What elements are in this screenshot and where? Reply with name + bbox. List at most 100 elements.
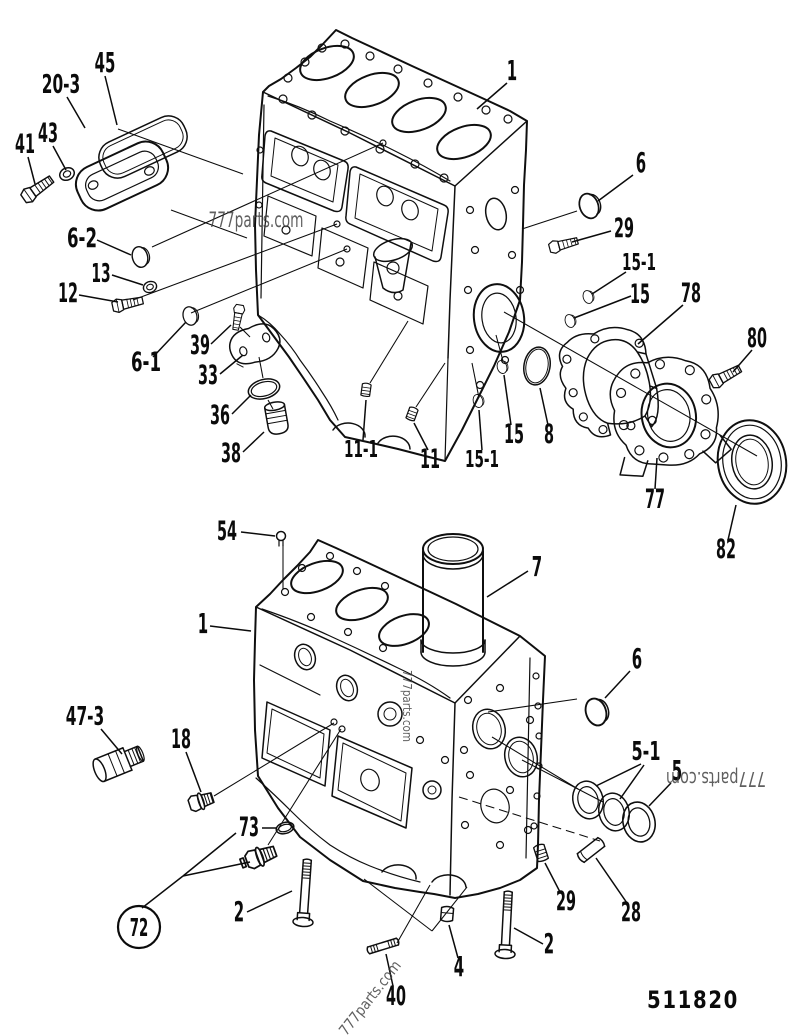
leader-line-2 bbox=[513, 927, 544, 945]
callout-15: 15 bbox=[630, 279, 650, 310]
part-seal-5-1-b bbox=[597, 792, 631, 832]
leader-line-80 bbox=[732, 349, 753, 373]
leader-line-11-1 bbox=[362, 399, 367, 441]
leader-line-15 bbox=[503, 374, 512, 426]
callout-36: 36 bbox=[210, 400, 230, 431]
callout-4: 4 bbox=[454, 950, 464, 983]
leader-line-29 bbox=[544, 862, 561, 893]
part-plug-38 bbox=[263, 401, 289, 435]
callout-20-3: 20-3 bbox=[42, 70, 81, 100]
callout-15: 15 bbox=[504, 419, 524, 450]
part-cup-plug-6-2 bbox=[131, 246, 151, 268]
part-bolt-80 bbox=[708, 364, 743, 389]
callout-6: 6 bbox=[632, 642, 642, 675]
figure-number: 511820 bbox=[647, 986, 739, 1014]
part-plug-4 bbox=[439, 905, 455, 923]
part-gasket-20-3 bbox=[98, 115, 188, 179]
leader-line-18 bbox=[185, 751, 202, 793]
parts-top bbox=[20, 115, 788, 505]
callout-82: 82 bbox=[716, 534, 736, 565]
part-seal-5 bbox=[622, 801, 656, 843]
callout-41: 41 bbox=[15, 129, 35, 160]
part-washer-13 bbox=[142, 280, 158, 294]
leader-line-6 bbox=[604, 670, 631, 699]
leader-line-13 bbox=[111, 274, 144, 286]
leader-line-78 bbox=[637, 304, 684, 345]
part-cover-plate-45 bbox=[74, 140, 170, 212]
callout-circle-72 bbox=[116, 904, 162, 950]
part-bolt-39 bbox=[232, 303, 246, 331]
parts-bottom bbox=[92, 530, 656, 960]
callout-29: 29 bbox=[614, 213, 634, 244]
callout-11: 11 bbox=[420, 444, 440, 475]
leader-line-11 bbox=[413, 422, 429, 451]
leader-line-72 bbox=[182, 861, 251, 877]
callout-45: 45 bbox=[95, 46, 116, 79]
leader-line-4 bbox=[448, 924, 459, 959]
callout-33: 33 bbox=[198, 360, 218, 391]
leader-line-72 bbox=[141, 875, 184, 909]
callout-72: 72 bbox=[130, 913, 149, 942]
part-plug-15-1 bbox=[472, 394, 485, 408]
part-relief-valve-47-3 bbox=[92, 745, 145, 783]
leader-line-2 bbox=[246, 890, 293, 913]
callout-54: 54 bbox=[217, 516, 237, 547]
callout-15-1: 15-1 bbox=[622, 250, 656, 276]
callout-11-1: 11-1 bbox=[344, 437, 378, 463]
part-dowel-pin-28 bbox=[576, 836, 606, 864]
watermark-text: 777parts.com bbox=[400, 670, 414, 742]
leader-line-20-3 bbox=[66, 96, 86, 129]
callout-29: 29 bbox=[556, 886, 576, 917]
part-plug-15-1-right bbox=[582, 290, 595, 304]
callout-5-1: 5-1 bbox=[632, 737, 661, 767]
part-seal-5-1-a bbox=[571, 780, 605, 820]
callout-38: 38 bbox=[221, 438, 241, 469]
engine-block-top bbox=[254, 29, 528, 462]
leader-line-29 bbox=[571, 230, 612, 243]
part-washer-43 bbox=[58, 166, 76, 182]
leader-line-12 bbox=[78, 294, 119, 303]
leader-line-36 bbox=[231, 394, 252, 415]
leader-line-15-1 bbox=[591, 271, 627, 295]
callout-12: 12 bbox=[58, 278, 78, 309]
callout-80: 80 bbox=[747, 323, 767, 354]
part-sender-18 bbox=[187, 792, 215, 813]
leader-line-28 bbox=[595, 857, 628, 904]
leader-line-15-1 bbox=[478, 409, 483, 451]
callout-78: 78 bbox=[681, 278, 701, 309]
part-screw-11 bbox=[405, 406, 419, 422]
leader-line-43 bbox=[52, 145, 67, 171]
leader-line-38 bbox=[242, 431, 265, 453]
part-bolt-2-left bbox=[292, 858, 314, 928]
part-bolt-2-right bbox=[494, 890, 516, 960]
callout-7: 7 bbox=[532, 550, 542, 583]
part-oring-73 bbox=[275, 821, 295, 835]
leader-line-33 bbox=[219, 354, 244, 375]
leader-line-1 bbox=[209, 625, 252, 632]
part-cover-33 bbox=[228, 323, 281, 368]
leader-line-77 bbox=[654, 457, 658, 490]
part-plug-15 bbox=[496, 360, 509, 374]
leader-line-6 bbox=[597, 174, 634, 202]
part-cup-plug-6-top bbox=[578, 192, 602, 220]
callout-6-2: 6-2 bbox=[67, 223, 97, 254]
part-bolt-12 bbox=[111, 296, 144, 314]
callout-6: 6 bbox=[636, 146, 646, 179]
leader-line-40 bbox=[385, 953, 394, 987]
leader-line-5-1 bbox=[595, 763, 642, 787]
callout-5: 5 bbox=[672, 754, 682, 787]
leader-line-45 bbox=[104, 75, 118, 126]
part-screw-11-1 bbox=[360, 382, 372, 398]
callout-2: 2 bbox=[544, 927, 554, 960]
part-sender-72 bbox=[239, 845, 278, 870]
part-cup-plug-6-1 bbox=[182, 306, 200, 326]
leader-line-72 bbox=[182, 832, 237, 877]
leader-line-5 bbox=[648, 782, 672, 807]
leader-line-6-1 bbox=[152, 321, 187, 358]
callout-6-1: 6-1 bbox=[131, 347, 161, 378]
leader-line-47-3 bbox=[100, 728, 123, 755]
leader-line-54 bbox=[240, 531, 276, 537]
leader-line-6-2 bbox=[96, 239, 132, 256]
leader-line-82 bbox=[727, 504, 737, 541]
